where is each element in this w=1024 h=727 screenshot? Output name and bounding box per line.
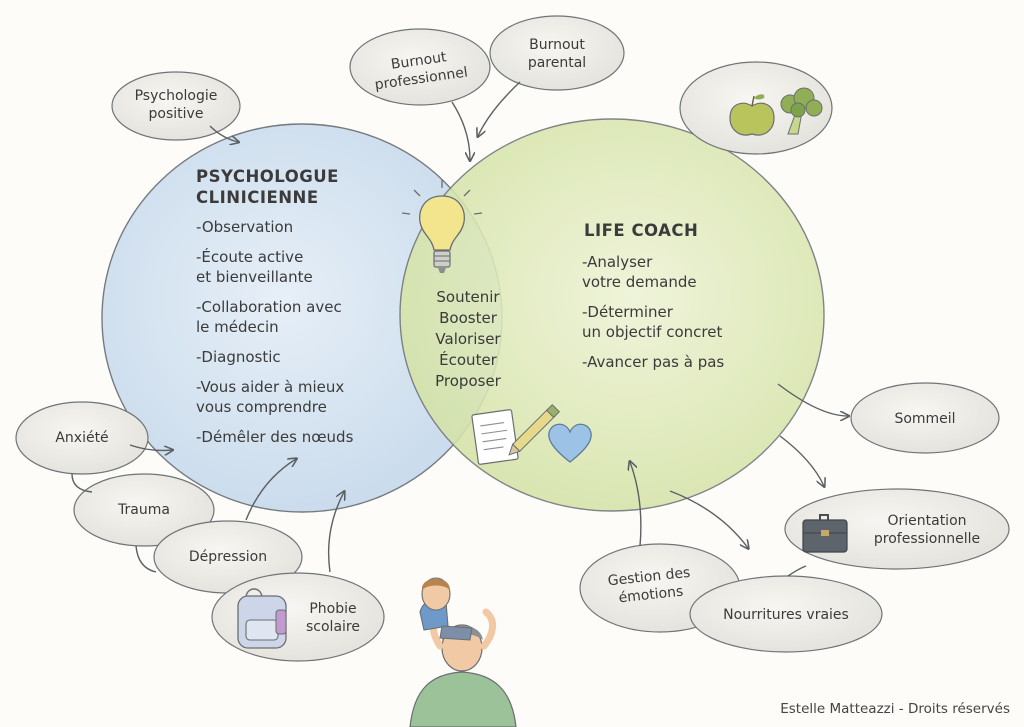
left-circle-title: PSYCHOLOGUE CLINICIENNE: [196, 166, 339, 208]
broccoli-icon: [780, 87, 823, 135]
list-item: -Vous aider à mieux vous comprendre: [196, 378, 345, 416]
briefcase-icon: [802, 514, 848, 553]
left-title-line1: PSYCHOLOGUE: [196, 167, 339, 186]
left-circle-list: -Observation -Écoute active et bienveill…: [196, 217, 353, 457]
right-circle-title: LIFE COACH: [584, 221, 699, 240]
intersection-list: Soutenir Booster Valoriser Écouter Propo…: [408, 287, 528, 392]
family-illustration: [409, 577, 517, 727]
backpack-icon: [237, 588, 287, 649]
label-psychologie-positive: Psychologie positive: [134, 88, 218, 122]
list-item: -Avancer pas à pas: [582, 353, 725, 371]
bubble-anxiete: [15, 401, 149, 475]
bubble-psychologie-positive: [111, 71, 241, 141]
label-burnout-parental: Burnout parental: [527, 37, 587, 71]
copyright-credit: Estelle Matteazzi - Droits réservés: [780, 701, 1010, 717]
bubble-sommeil: [850, 382, 1000, 454]
left-title-line2: CLINICIENNE: [196, 188, 319, 207]
apple-icon: [729, 94, 775, 136]
label-depression: Dépression: [188, 549, 268, 565]
label-sommeil: Sommeil: [894, 411, 956, 427]
intersection-item: Soutenir: [436, 288, 500, 306]
label-anxiete: Anxiété: [55, 430, 109, 446]
label-orientation-professionnelle: Orientation professionnelle: [873, 513, 981, 547]
intersection-item: Proposer: [435, 372, 501, 390]
intersection-item: Écouter: [439, 351, 497, 369]
label-trauma: Trauma: [118, 502, 170, 518]
list-item: -Collaboration avec le médecin: [196, 298, 342, 336]
right-circle-list: -Analyser votre demande -Déterminer un o…: [582, 252, 724, 382]
notepad-pencil-icon: [471, 403, 561, 465]
bubble-trauma: [73, 473, 215, 547]
lightbulb-icon: [401, 180, 483, 273]
intersection-item: Booster: [439, 309, 497, 327]
label-phobie-scolaire: Phobie scolaire: [306, 601, 360, 635]
heart-icon: [548, 423, 592, 463]
list-item: -Déterminer un objectif concret: [582, 303, 723, 341]
list-item: -Observation: [196, 218, 294, 236]
list-item: -Écoute active et bienveillante: [196, 248, 313, 286]
intersection-item: Valoriser: [435, 330, 501, 348]
label-nourritures-vraies: Nourritures vraies: [723, 607, 849, 623]
bubble-burnout-professionnel: [349, 28, 491, 106]
bubble-burnout-parental: [489, 15, 625, 91]
bubble-nourritures-vraies: [689, 575, 883, 653]
list-item: -Démêler des nœuds: [196, 428, 354, 446]
list-item: -Analyser votre demande: [582, 253, 697, 291]
list-item: -Diagnostic: [196, 348, 281, 366]
